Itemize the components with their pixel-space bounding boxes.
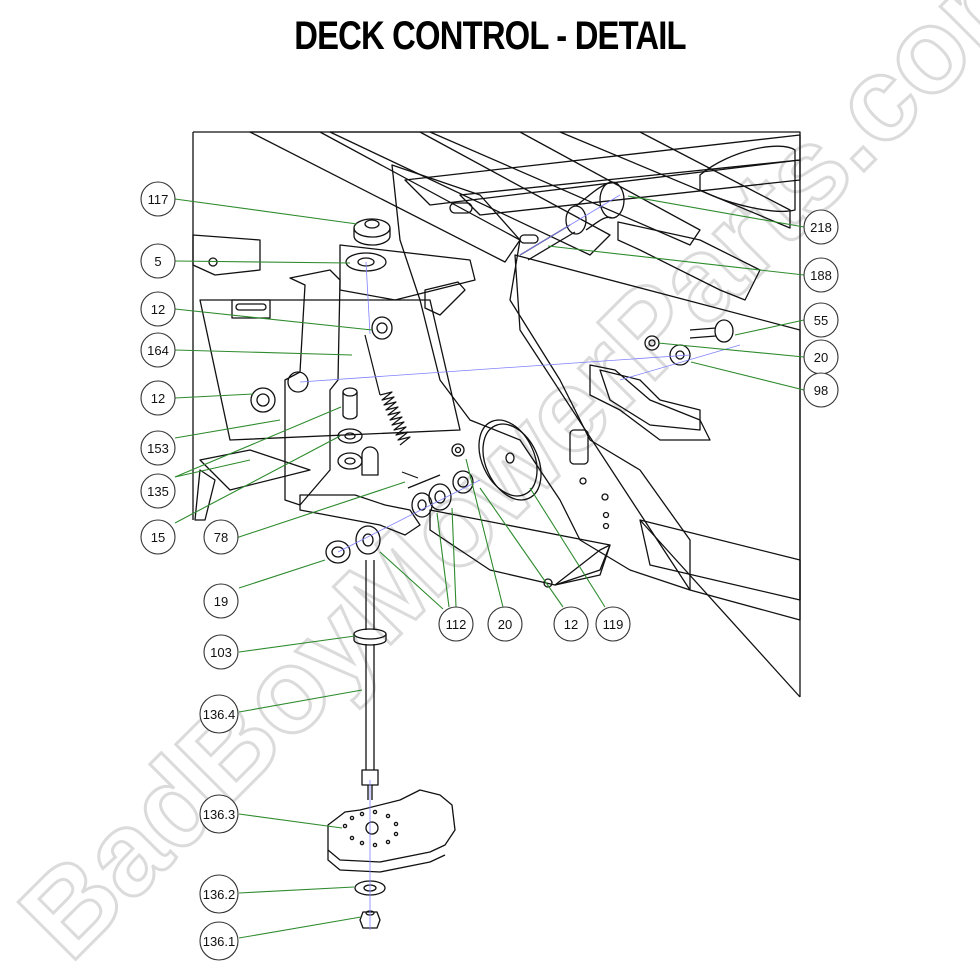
- lower-plate: [194, 449, 611, 588]
- callout-136-1: 136.1: [199, 921, 239, 961]
- callout-19: 19: [203, 583, 239, 619]
- callout-188: 188: [803, 257, 839, 293]
- callout-label: 136.3: [203, 807, 236, 822]
- shaft-assembly: [327, 560, 456, 929]
- callout-136-2: 136.2: [199, 874, 239, 914]
- leader-lines: [174, 195, 805, 939]
- callout-label: 112: [446, 617, 467, 632]
- callout-12-b: 12: [140, 380, 176, 416]
- callout-153: 153: [140, 430, 176, 466]
- callout-55: 55: [803, 302, 839, 338]
- callout-119: 119: [595, 606, 631, 642]
- lever-arm: [284, 269, 421, 536]
- callout-20-b: 20: [487, 606, 523, 642]
- callout-label: 55: [814, 313, 828, 328]
- callout-117: 117: [140, 181, 176, 217]
- callout-136-3: 136.3: [199, 794, 239, 834]
- callout-label: 136.2: [203, 887, 236, 902]
- page-title: DECK CONTROL - DETAIL: [294, 14, 686, 58]
- callout-103: 103: [203, 634, 239, 670]
- callout-78: 78: [203, 519, 239, 555]
- centerlines: [299, 194, 741, 930]
- callout-15: 15: [140, 519, 176, 555]
- callout-label: 103: [210, 645, 232, 660]
- callout-136-4: 136.4: [199, 694, 239, 734]
- callout-label: 218: [810, 220, 832, 235]
- callout-label: 20: [814, 350, 828, 365]
- callout-label: 153: [147, 441, 169, 456]
- linkage-hardware: [325, 419, 542, 564]
- callout-group: 117 5 12 164 12 153 135 15 78 19 103 136…: [140, 181, 839, 961]
- upper-bracket: [192, 221, 761, 319]
- callout-label: 5: [154, 254, 161, 269]
- callout-135: 135: [140, 473, 176, 509]
- callout-label: 135: [147, 484, 169, 499]
- callout-label: 12: [151, 302, 165, 317]
- callout-98: 98: [803, 372, 839, 408]
- callout-label: 188: [810, 268, 832, 283]
- callout-label: 136.4: [203, 707, 236, 722]
- callout-218: 218: [803, 209, 839, 245]
- callout-label: 12: [151, 391, 165, 406]
- callout-label: 15: [151, 530, 165, 545]
- callout-label: 12: [564, 617, 578, 632]
- callout-label: 20: [498, 617, 512, 632]
- spring: [364, 334, 419, 479]
- callout-label: 164: [147, 343, 169, 358]
- side-plate: [391, 164, 711, 591]
- callout-12-a: 12: [140, 291, 176, 327]
- callout-5: 5: [140, 243, 176, 279]
- callout-label: 78: [214, 530, 228, 545]
- callout-20-a: 20: [803, 339, 839, 375]
- callout-label: 119: [603, 617, 624, 632]
- callout-12-c: 12: [553, 606, 589, 642]
- callout-label: 98: [814, 383, 828, 398]
- right-hardware: [519, 181, 734, 366]
- callout-164: 164: [140, 332, 176, 368]
- callout-label: 136.1: [203, 934, 236, 949]
- callout-label: 117: [148, 192, 169, 207]
- callout-label: 19: [214, 594, 228, 609]
- callout-112: 112: [438, 606, 474, 642]
